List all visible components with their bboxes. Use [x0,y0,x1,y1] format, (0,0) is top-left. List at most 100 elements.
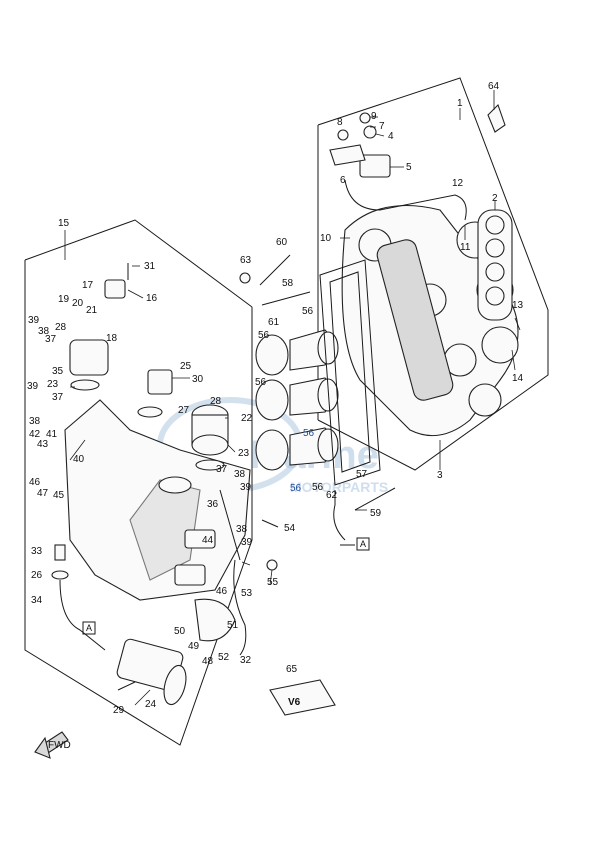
fuel-hose [344,179,467,221]
leader-lines [64,90,521,706]
callout-56-center: 56 [303,428,315,439]
callout-39-top: 39 [28,315,40,326]
callout-56-bottom-right: 56 [312,482,324,493]
o-ring-23-top [70,379,100,391]
fitting-22 [191,404,229,456]
fitting-33 [54,544,66,561]
callout-33: 33 [31,546,43,557]
callout-28-mid: 28 [210,396,222,407]
callout-11: 11 [460,242,471,253]
callout-34: 34 [31,595,43,606]
long-bolt-60 [259,254,291,286]
o-ring-27 [137,406,163,418]
callout-45: 45 [53,490,65,501]
callout-38-lower: 38 [236,524,248,535]
callout-37-top: 37 [45,334,57,345]
callout-24: 24 [145,699,157,710]
gasket [477,209,513,321]
callout-49: 49 [188,641,200,652]
callout-23-mid: 23 [238,448,250,459]
callout-26: 26 [31,570,43,581]
fwd-text: FWD [48,740,71,751]
fuel-filter [116,638,187,706]
callout-31: 31 [144,261,156,272]
callout-38-top: 38 [38,326,50,337]
clip-64 [487,103,506,133]
callout-21: 21 [86,305,98,316]
callout-35: 35 [52,366,64,377]
callout-19: 19 [58,294,70,305]
reference-box-a-right: A [340,537,370,551]
callout-29: 29 [113,705,125,716]
callout-14: 14 [512,373,524,384]
bolt-54 [261,519,279,528]
callout-42: 42 [29,429,41,440]
callout-62: 62 [326,490,338,501]
callout-57: 57 [356,469,368,480]
callout-54: 54 [284,523,296,534]
callout-10: 10 [320,233,332,244]
left-assembly-frame [24,219,253,746]
callout-37-mid: 37 [52,392,64,403]
callout-13: 13 [512,300,524,311]
sensor-assembly [329,112,391,178]
callout-5: 5 [406,162,412,173]
callout-56-top: 56 [302,306,314,317]
callout-25: 25 [180,361,192,372]
callout-63: 63 [240,255,252,266]
callout-44: 44 [202,535,214,546]
callout-20: 20 [72,298,84,309]
solenoid-valve [69,279,126,376]
bolt-59 [354,487,396,511]
callout-18: 18 [106,333,118,344]
right-assembly-frame [317,77,549,471]
callout-64: 64 [488,81,500,92]
callout-61: 61 [268,317,280,328]
reference-box-a-left: A [82,621,96,635]
callout-39-right: 39 [240,482,252,493]
callout-58: 58 [282,278,294,289]
callout-30: 30 [192,374,204,385]
intake-silencer-body [64,399,251,601]
callout-53: 53 [241,588,253,599]
callout-46-right: 46 [216,586,228,597]
callout-52: 52 [218,652,230,663]
callout-16: 16 [146,293,158,304]
bolt-29 [117,681,136,691]
idle-air-valve [147,369,173,395]
watermark-word-sub: MOTORPARTS [290,479,388,495]
callout-8: 8 [337,117,343,128]
callout-4: 4 [388,131,394,142]
bracket-assembly [174,489,247,656]
nut-55 [266,559,278,571]
callout-2: 2 [492,193,498,204]
callout-50: 50 [174,626,186,637]
callout-51: 51 [227,620,239,631]
callout-22: 22 [241,413,253,424]
long-bolt-58 [261,291,311,306]
callout-7: 7 [379,121,385,132]
callout-28-left: 28 [55,322,67,333]
callout-56-left-mid: 56 [255,377,267,388]
v6-emblem-text: V6 [288,697,301,708]
reference-box-a-left-label: A [86,623,92,633]
callout-39-lower: 39 [241,537,253,548]
hose-34 [59,579,106,651]
callout-23-top: 23 [47,379,59,390]
callout-17: 17 [82,280,94,291]
callout-55: 55 [267,577,279,588]
manifold-gasket [319,259,381,486]
callout-27: 27 [178,405,190,416]
callout-numbers: 1 2 3 4 5 6 7 8 9 10 11 12 13 14 15 16 1… [27,81,524,716]
o-ring-23-mid [195,459,225,471]
v6-emblem: V6 [269,679,336,716]
callout-47: 47 [37,488,49,499]
fwd-arrow: FWD [34,731,71,759]
callout-39-mid: 39 [27,381,39,392]
callout-38-mid: 38 [29,416,41,427]
callout-48: 48 [202,656,214,667]
intake-manifold-plate [341,204,519,437]
callout-12: 12 [452,178,464,189]
callout-15: 15 [58,218,70,229]
